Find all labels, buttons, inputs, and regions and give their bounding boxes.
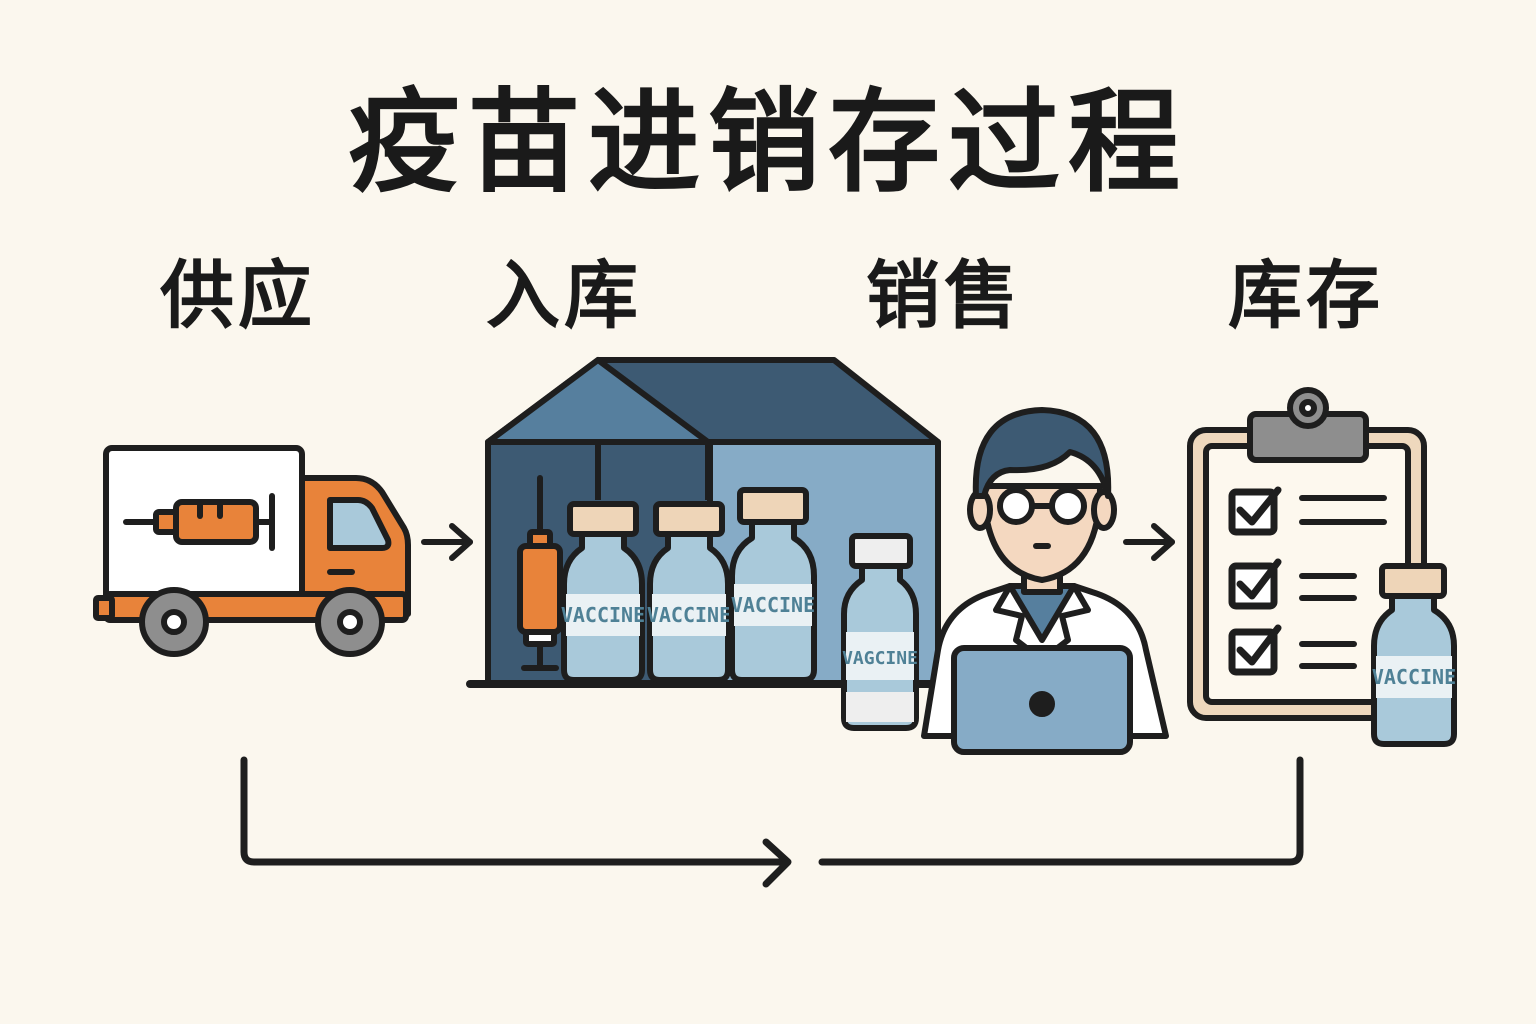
- truck-icon: [93, 445, 411, 657]
- vaccine-vial-icon: VACCINE: [561, 501, 645, 683]
- page-title: 疫苗进销存过程: [348, 78, 1188, 208]
- checkbox-icon: [1228, 558, 1282, 610]
- syringe-icon: [517, 475, 563, 671]
- arrow-right-icon: [762, 838, 792, 888]
- checkbox-icon: [1228, 624, 1282, 676]
- flow-connector: [240, 756, 1304, 888]
- vaccine-vial-icon: VAGCINE: [841, 533, 919, 731]
- vial-label: VACCINE: [731, 593, 815, 617]
- vial-label: VACCINE: [561, 603, 645, 627]
- stage-label-supply: 供应: [160, 253, 316, 339]
- laptop-icon: [951, 645, 1133, 755]
- stage-label-inventory: 库存: [1228, 253, 1384, 339]
- syringe-icon: [123, 493, 275, 551]
- stage-label-inbound: 入库: [486, 253, 642, 339]
- vaccine-vial-icon: VACCINE: [647, 501, 731, 683]
- arrow-right-icon: [1123, 523, 1175, 561]
- arrow-right-icon: [421, 523, 473, 561]
- vial-label: VACCINE: [647, 603, 731, 627]
- vial-label: VAGCINE: [842, 648, 918, 669]
- vaccine-vial-icon: VACCINE: [729, 487, 817, 683]
- vial-label: VACCINE: [1372, 665, 1456, 689]
- vaccine-vial-icon: VACCINE: [1371, 563, 1457, 747]
- checkbox-icon: [1228, 486, 1282, 536]
- stage-label-sales: 销售: [866, 253, 1022, 339]
